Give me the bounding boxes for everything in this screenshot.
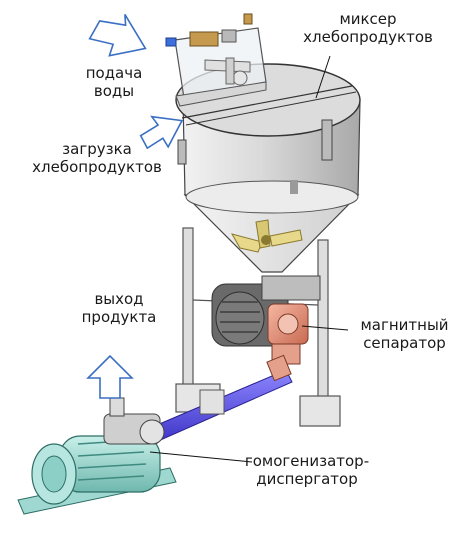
label-output-line1: выход xyxy=(94,290,144,308)
label-homogenizer-line2: диспергатор xyxy=(256,470,358,488)
label-separator-line2: сепаратор xyxy=(363,334,446,352)
loading-hopper xyxy=(165,13,267,107)
label-product-output: выход продукта xyxy=(64,290,174,326)
label-mixer-line2: хлебопродуктов xyxy=(303,28,433,46)
homogenizer-unit xyxy=(17,397,177,515)
label-mixer-line1: миксер xyxy=(339,10,397,28)
label-water-line2: воды xyxy=(93,82,135,100)
magnetic-separator xyxy=(267,303,309,365)
output-arrow-icon xyxy=(86,354,134,399)
label-loading-line2: хлебопродуктов xyxy=(32,158,162,176)
label-homogenizer-line1: гомогенизатор- xyxy=(244,452,370,470)
label-loading-line1: загрузка xyxy=(62,140,132,158)
product-pipe xyxy=(149,354,293,443)
water-inlet-arrow-icon xyxy=(88,14,147,57)
leader-lines xyxy=(149,55,349,463)
label-magnetic-separator: магнитный сепаратор xyxy=(342,316,467,352)
label-separator-line1: магнитный xyxy=(360,316,449,334)
label-water-supply: подача воды xyxy=(64,64,164,100)
label-output-line2: продукта xyxy=(81,308,157,326)
label-mixer: миксер хлебопродуктов xyxy=(298,10,438,46)
label-homogenizer: гомогенизатор- диспергатор xyxy=(232,452,382,488)
label-loading: загрузка хлебопродуктов xyxy=(22,140,172,176)
loading-arrow-icon xyxy=(139,115,184,150)
label-water-line1: подача xyxy=(85,64,143,82)
mixer-blades-icon xyxy=(230,219,303,253)
